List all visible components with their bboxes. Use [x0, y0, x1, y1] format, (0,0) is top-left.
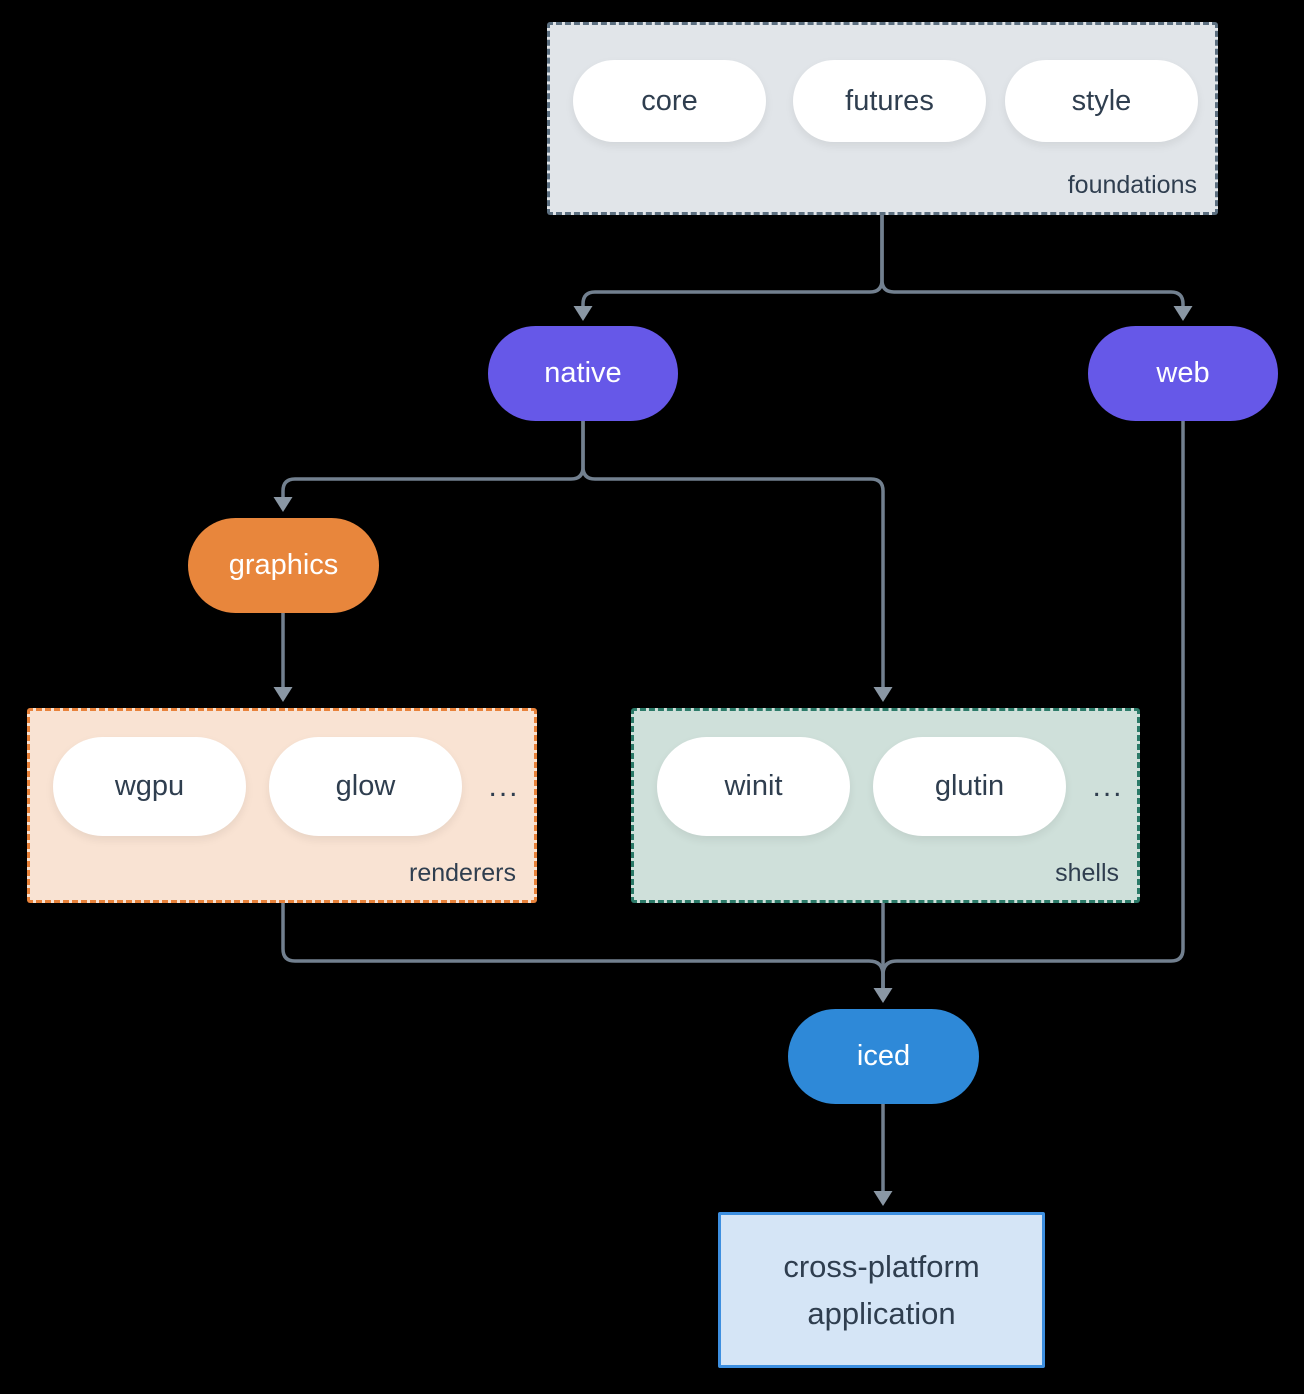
arrowhead-web: [1173, 306, 1193, 321]
edge-native-graphics: [281, 421, 585, 499]
node-graphics: graphics: [188, 518, 379, 613]
group-shells-label: shells: [1055, 859, 1119, 887]
node-web: web: [1088, 326, 1278, 421]
arrowhead-graphics: [273, 497, 293, 512]
group-foundations: core futures style foundations: [547, 22, 1218, 215]
node-wgpu-label: wgpu: [114, 770, 185, 802]
node-graphics-label: graphics: [228, 549, 339, 581]
group-shells: winit glutin ... shells: [631, 708, 1140, 903]
arrowhead-iced: [873, 988, 893, 1003]
node-winit-label: winit: [724, 770, 783, 802]
node-core: core: [573, 60, 766, 142]
node-iced: iced: [788, 1009, 979, 1104]
edge-renderers-iced: [281, 903, 885, 990]
node-glow: glow: [269, 737, 462, 836]
node-application-label-line1: cross-platform: [783, 1249, 980, 1284]
arrowhead-shells: [873, 687, 893, 702]
node-style-label: style: [1071, 84, 1132, 117]
shells-ellipsis: ...: [1092, 769, 1124, 803]
arrowhead-application: [873, 1191, 893, 1206]
edge-foundations-web: [880, 215, 1185, 308]
node-futures-label: futures: [845, 84, 934, 117]
node-application: cross-platform application: [718, 1212, 1045, 1368]
node-native-label: native: [544, 357, 622, 389]
node-glutin-label: glutin: [934, 770, 1005, 802]
node-style: style: [1005, 60, 1198, 142]
node-native: native: [488, 326, 678, 421]
edge-foundations-native: [581, 215, 884, 308]
node-web-label: web: [1156, 357, 1210, 389]
node-wgpu: wgpu: [53, 737, 246, 836]
node-iced-label: iced: [856, 1040, 911, 1072]
node-application-label-line2: application: [807, 1296, 956, 1331]
group-foundations-label: foundations: [1067, 171, 1197, 199]
node-glow-label: glow: [335, 770, 396, 802]
renderers-ellipsis: ...: [488, 769, 520, 803]
group-renderers-label: renderers: [409, 859, 516, 887]
arrowhead-native: [573, 306, 593, 321]
node-winit: winit: [657, 737, 850, 836]
node-glutin: glutin: [873, 737, 1066, 836]
arrowhead-renderers: [273, 687, 293, 702]
edge-native-shells: [581, 421, 885, 689]
group-renderers: wgpu glow ... renderers: [27, 708, 537, 903]
node-core-label: core: [641, 84, 698, 117]
edge-web-iced: [881, 421, 1185, 990]
node-futures: futures: [793, 60, 986, 142]
